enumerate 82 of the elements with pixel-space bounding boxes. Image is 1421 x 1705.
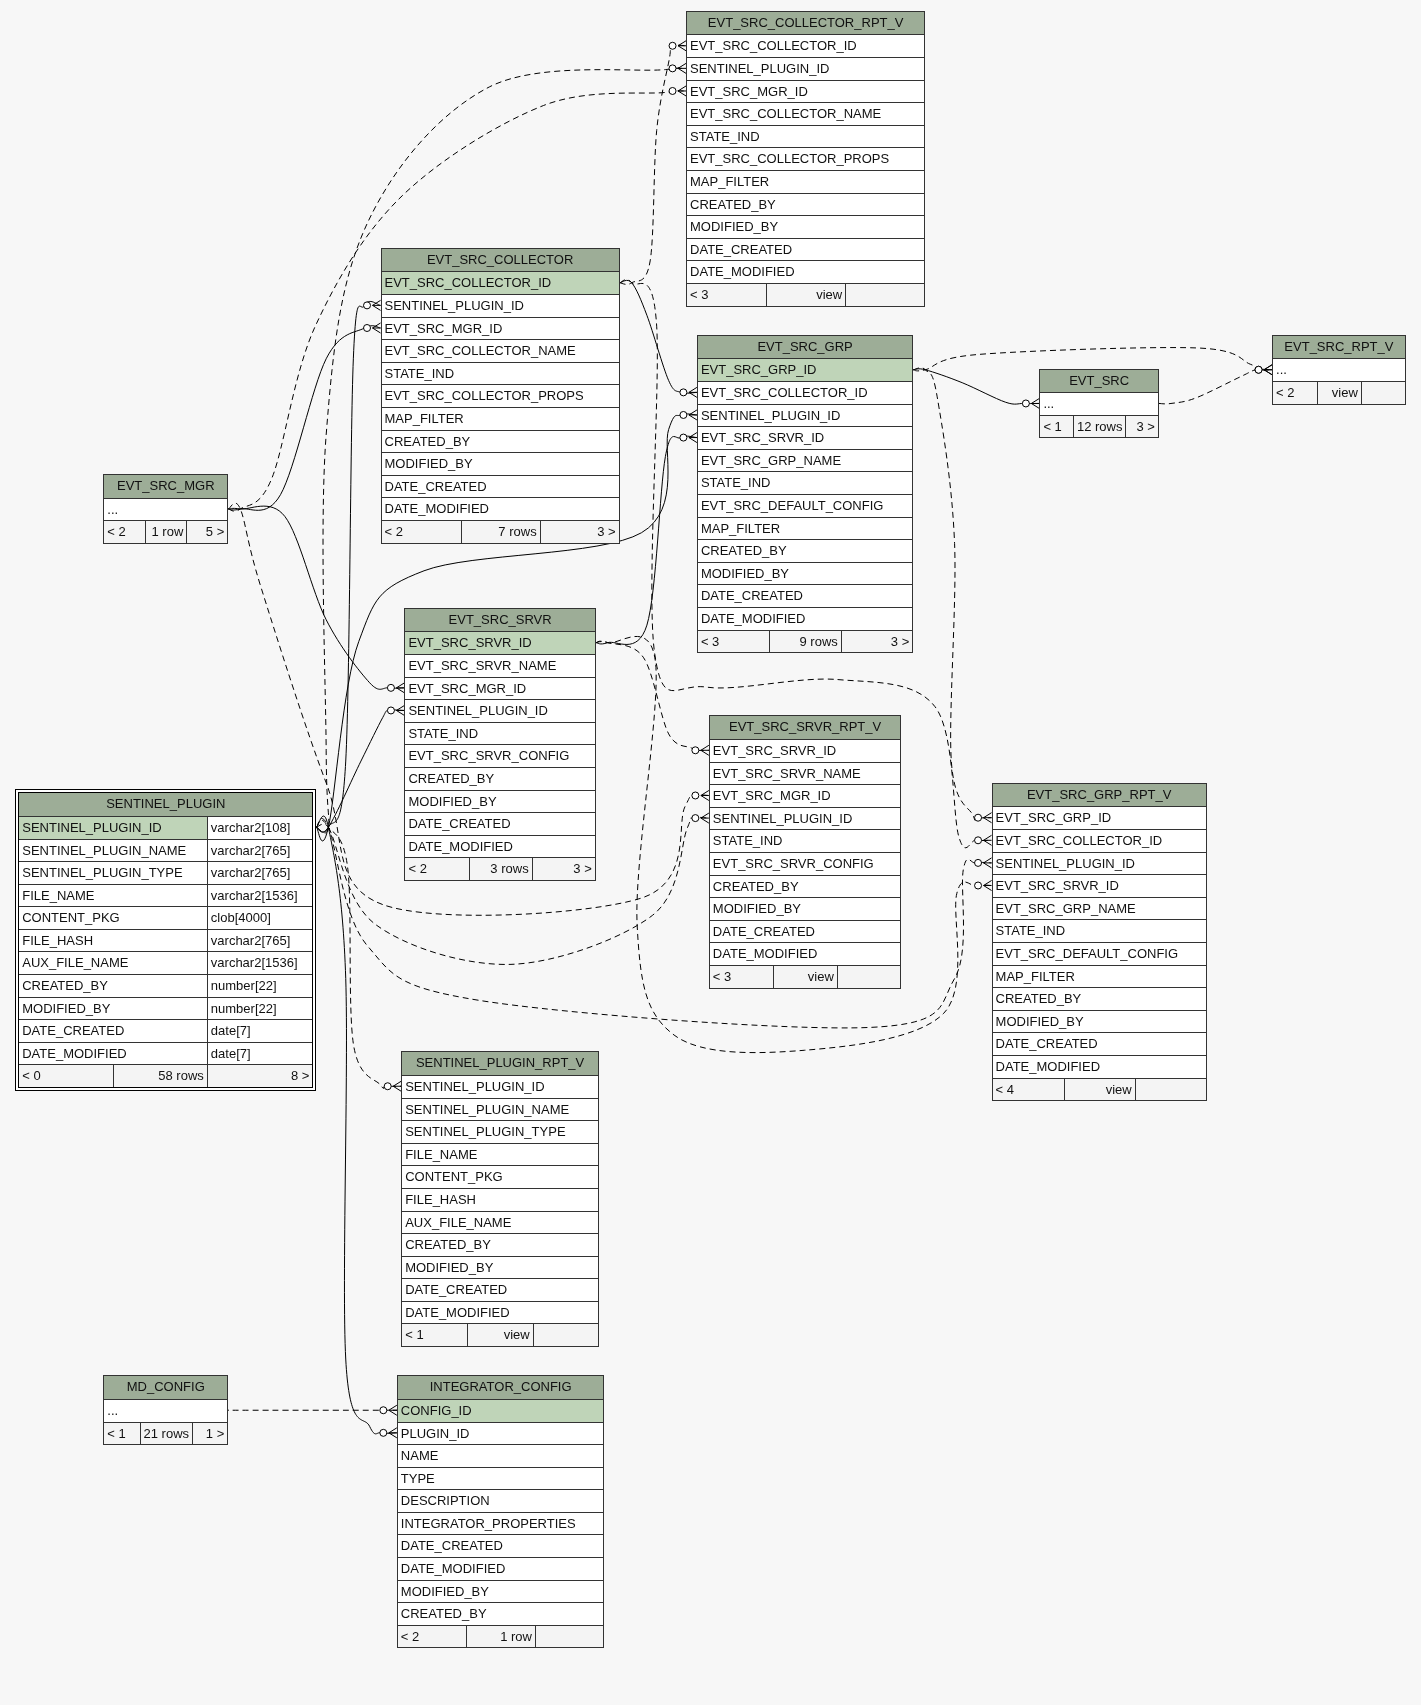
table-name: INTEGRATOR_CONFIG [397, 1376, 604, 1399]
parent-count: < 4 [992, 1077, 1064, 1101]
child-count: 3 > [539, 520, 619, 543]
entity-table [15, 789, 317, 1092]
table-name: EVT_SRC_SRVR [405, 608, 595, 632]
table-name: EVT_SRC_RPT_V [1273, 335, 1405, 359]
table-name: MD_CONFIG [104, 1376, 228, 1399]
column-name: SENTINEL_PLUGIN_ID [19, 815, 207, 839]
entity-table [401, 1051, 600, 1348]
parent-count: < 0 [19, 1064, 113, 1088]
parent-count: < 1 [104, 1421, 140, 1445]
table-name: EVT_SRC_COLLECTOR_RPT_V [687, 11, 925, 35]
relationship-line [595, 641, 710, 756]
column-type: number[22] [206, 974, 313, 997]
table-name: EVT_SRC_COLLECTOR [381, 248, 619, 272]
row-count: 1 row [466, 1624, 535, 1648]
relationship-line [1158, 364, 1273, 405]
relationship-line [227, 502, 710, 916]
entity-table [991, 782, 1207, 1102]
row-count: 58 rows [113, 1064, 207, 1088]
relationship-line [619, 40, 687, 285]
entity-table [1039, 368, 1159, 439]
table-name: EVT_SRC_MGR [104, 475, 228, 498]
table-name: EVT_SRC_GRP_RPT_V [992, 783, 1206, 807]
row-count: view [1316, 381, 1361, 404]
parent-count: < 3 [709, 964, 774, 988]
row-count: 1 row [145, 520, 187, 543]
row-count: 3 rows [468, 857, 532, 880]
parent-count: < 3 [697, 629, 770, 653]
parent-count: < 2 [381, 520, 461, 543]
parent-count: < 1 [1040, 414, 1073, 438]
column-name: EVT_SRC_COLLECTOR_ID [381, 271, 619, 295]
entity-table [103, 474, 229, 544]
column-name: EVT_SRC_GRP_ID [697, 358, 913, 382]
relationship-line [315, 815, 398, 1439]
child-count: 3 > [531, 857, 595, 880]
table-name: SENTINEL_PLUGIN_RPT_V [402, 1052, 599, 1075]
row-count: 7 rows [460, 520, 540, 543]
column-type: varchar2[1536] [206, 951, 313, 975]
column-type: date[7] [206, 1019, 313, 1042]
relationship-line [912, 367, 993, 824]
relationship-line [619, 279, 993, 849]
relationship-line [227, 505, 406, 694]
column-name: EVT_SRC_SRVR_ID [405, 631, 595, 654]
relationship-line [619, 279, 698, 398]
row-count: 9 rows [769, 629, 841, 653]
entity-table [103, 1375, 229, 1446]
parent-count: < 2 [397, 1624, 467, 1648]
relationship-line [315, 409, 698, 842]
table-name: EVT_SRC_SRVR_RPT_V [709, 716, 901, 739]
relationship-line [315, 823, 402, 1092]
column-type: varchar2[765] [206, 861, 313, 884]
column-type: clob[4000] [206, 906, 313, 929]
child-count: 3 > [1125, 414, 1158, 438]
table-name: SENTINEL_PLUGIN [19, 793, 313, 816]
parent-count: < 1 [402, 1323, 468, 1347]
relationship-line [315, 817, 993, 1029]
relationship-line [315, 704, 406, 833]
row-count: view [467, 1323, 533, 1347]
entity-table [396, 1375, 605, 1649]
child-count: 1 > [192, 1421, 228, 1445]
parent-count: < 2 [1273, 381, 1317, 404]
child-count: 8 > [206, 1064, 313, 1088]
relationship-line [595, 636, 993, 1054]
entity-table [686, 10, 926, 307]
entity-table [696, 334, 914, 654]
entity-table [1272, 334, 1406, 405]
relationship-line [315, 62, 687, 834]
table-name: EVT_SRC [1040, 369, 1158, 393]
parent-count: < 3 [687, 283, 767, 306]
entity-table [404, 607, 596, 881]
row-count: view [773, 964, 837, 988]
relationship-line [595, 432, 698, 645]
parent-count: < 2 [104, 520, 146, 543]
parent-count: < 2 [405, 857, 469, 880]
entity-table [380, 247, 620, 544]
relationship-line [227, 85, 687, 512]
row-count: view [766, 283, 846, 306]
column-name: CONFIG_ID [397, 1398, 604, 1422]
table-name: EVT_SRC_GRP [697, 335, 913, 359]
entity-table [708, 715, 902, 989]
child-count: 5 > [186, 520, 228, 543]
